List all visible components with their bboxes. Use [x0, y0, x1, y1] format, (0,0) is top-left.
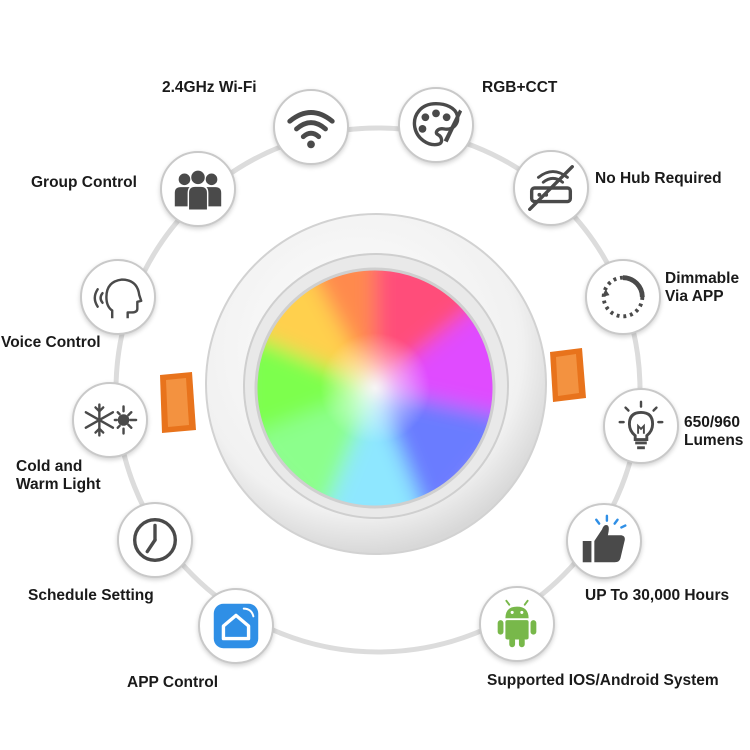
app-control-feature [198, 588, 274, 664]
voice-control-feature [80, 259, 156, 335]
label-voice-control: Voice Control [1, 334, 101, 351]
label-lumens: 650/960 Lumens [684, 414, 743, 450]
app-home-icon [213, 603, 259, 649]
label-no-hub: No Hub Required [595, 170, 722, 187]
mounting-clip-right [550, 348, 586, 402]
label-lumens-line-1: 650/960 [684, 414, 741, 431]
lumens-feature [603, 388, 679, 464]
dimmable-feature [585, 259, 661, 335]
android-icon [497, 599, 537, 648]
no-hub-icon [528, 165, 574, 211]
label-dimmable-line-2: Via APP [665, 288, 724, 305]
group-icon [174, 170, 222, 211]
label-cold-warm-line-2: Warm Light [16, 476, 101, 493]
dimmer-icon [601, 275, 645, 319]
ios-android-feature [479, 586, 555, 662]
group-control-feature [160, 151, 236, 227]
label-ios-android: Supported IOS/Android System [487, 672, 719, 689]
clock-icon [133, 518, 177, 562]
thumbs-up-icon [582, 514, 627, 563]
label-lifetime: UP To 30,000 Hours [585, 587, 730, 604]
label-app-control: APP Control [127, 674, 218, 691]
label-schedule: Schedule Setting [28, 587, 154, 604]
label-dimmable: Dimmable Via APP [665, 270, 739, 306]
wifi-feature [273, 89, 349, 165]
bulb-icon [618, 400, 664, 450]
rgb-cct-feature [398, 87, 474, 163]
label-rgb-cct: RGB+CCT [482, 79, 558, 96]
label-cold-warm-line-1: Cold and [16, 458, 83, 475]
palette-icon [412, 102, 463, 147]
label-dimmable-line-1: Dimmable [665, 270, 740, 287]
wifi-icon [287, 110, 335, 149]
label-lumens-line-2: Lumens [684, 432, 744, 449]
cold-warm-icon [84, 403, 138, 437]
mounting-clip-left [160, 372, 196, 433]
schedule-feature [117, 502, 193, 578]
lifetime-feature [566, 503, 642, 579]
cold-warm-feature [72, 382, 148, 458]
label-group-control: Group Control [31, 174, 137, 191]
voice-icon [93, 278, 143, 319]
label-cold-warm: Cold and Warm Light [16, 458, 101, 494]
no-hub-feature [513, 150, 589, 226]
label-wifi: 2.4GHz Wi-Fi [162, 79, 257, 96]
